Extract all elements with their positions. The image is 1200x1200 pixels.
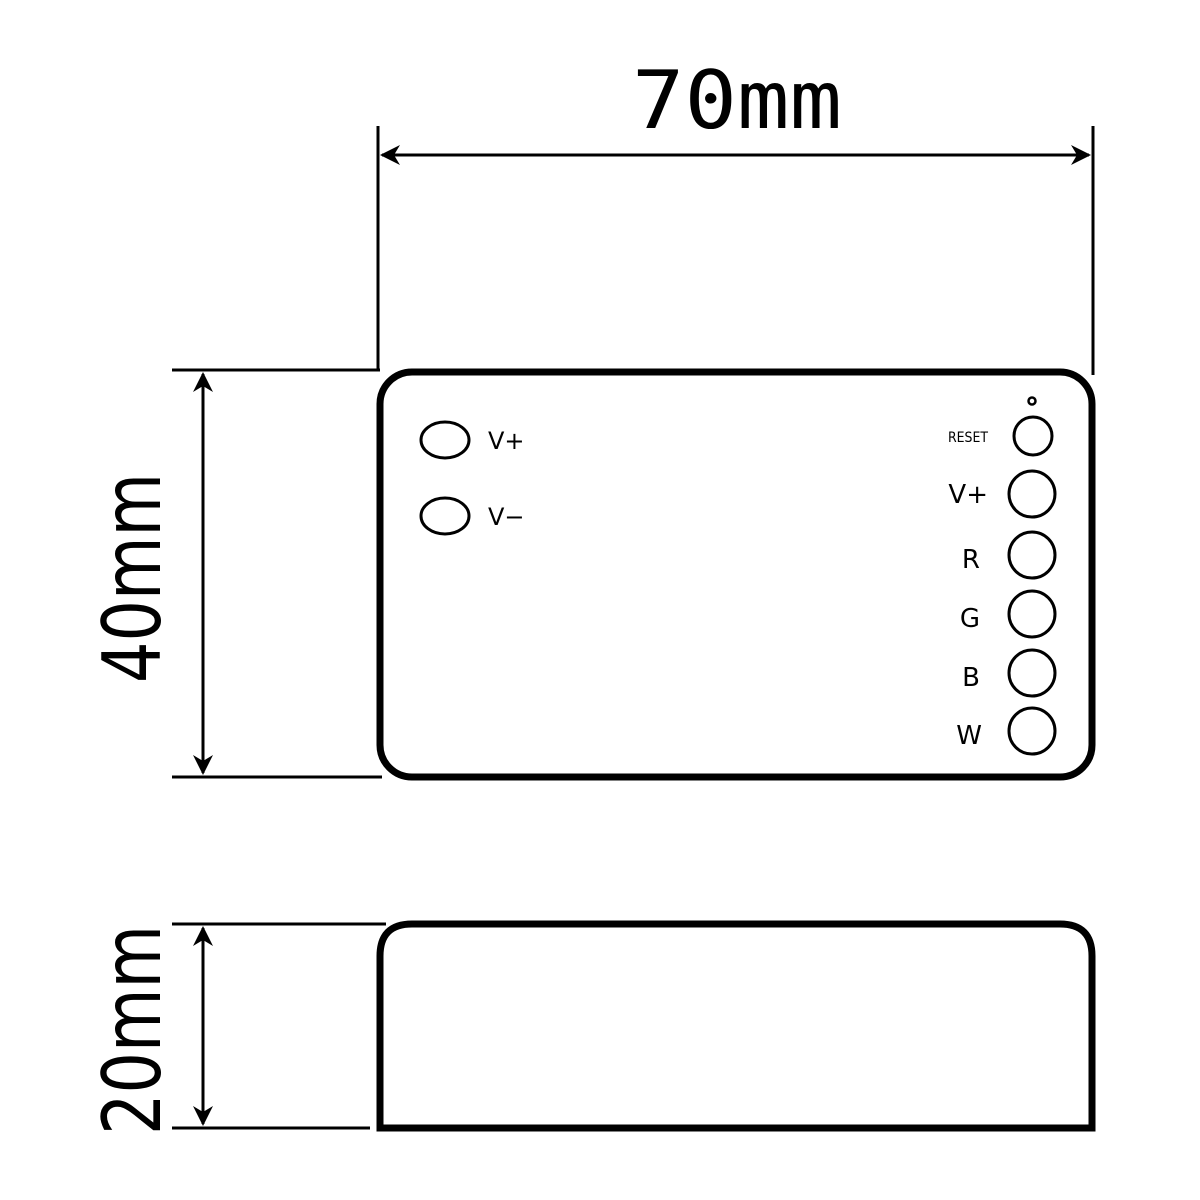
height-label: 40mm <box>86 473 179 683</box>
terminal-label-r: R <box>962 545 980 575</box>
terminal-v-plus <box>1007 469 1057 519</box>
led-indicator-icon <box>1027 396 1037 406</box>
terminal-g <box>1007 589 1057 639</box>
terminal-label-g: G <box>960 604 980 634</box>
terminal-label-v-plus: V+ <box>948 480 988 510</box>
depth-dimension: 20mm <box>86 922 386 1135</box>
terminal-w <box>1007 706 1057 756</box>
terminal-v-plus-left <box>419 420 471 460</box>
terminal-v-minus-left <box>419 496 471 536</box>
terminal-r <box>1007 530 1057 580</box>
depth-label: 20mm <box>86 925 179 1135</box>
terminal-b <box>1007 648 1057 698</box>
width-label: 70mm <box>632 54 842 147</box>
top-view-outline <box>376 368 1096 781</box>
terminal-label-w: W <box>956 721 982 751</box>
side-view-outline <box>376 920 1096 1132</box>
terminal-reset <box>1012 415 1054 457</box>
output-terminals: RESET V+ R G B W <box>948 415 1057 756</box>
power-input-terminals: V+ V− <box>419 420 525 536</box>
top-view: V+ V− RESET V+ R G B W <box>376 368 1096 781</box>
width-dimension: 70mm <box>376 54 1095 375</box>
terminal-label-b: B <box>962 663 980 693</box>
terminal-label-v-minus-left: V− <box>488 503 525 531</box>
height-dimension: 40mm <box>86 368 382 779</box>
terminal-label-reset: RESET <box>948 430 988 446</box>
terminal-label-v-plus-left: V+ <box>488 427 525 455</box>
